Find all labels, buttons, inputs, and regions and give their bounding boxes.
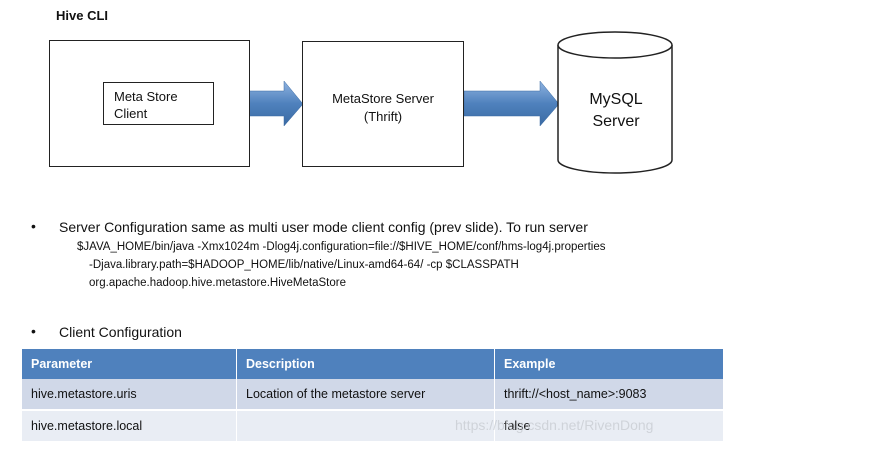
metastore-server-box: MetaStore Server (Thrift) [302,41,464,167]
command-line-3: org.apache.hadoop.hive.metastore.HiveMet… [89,277,346,289]
cell-description: Location of the metastore server [236,379,495,411]
cell-parameter: hive.metastore.local [22,410,237,443]
command-line-1: $JAVA_HOME/bin/java -Xmx1024m -Dlog4j.co… [77,241,606,253]
command-line-2: -Djava.library.path=$HADOOP_HOME/lib/nat… [89,259,519,271]
bullet-marker: • [31,323,36,339]
metastore-client-label: Meta Store Client [114,88,214,122]
mysql-cylinder-icon [557,31,673,174]
metastore-server-label: MetaStore Server (Thrift) [303,90,463,126]
bullet-marker: • [31,218,36,234]
mysql-label-line-1: MySQL [589,91,643,108]
client-config-table: Parameter Description Example hive.metas… [22,349,724,443]
cell-description [236,410,495,443]
header-description: Description [236,349,495,379]
table-row: hive.metastore.local false [22,410,724,443]
client-label-line-2: Client [114,106,148,121]
arrow-server-to-mysql [463,80,560,127]
cell-example: false [494,410,724,443]
cell-parameter: hive.metastore.uris [22,379,237,411]
mysql-label-line-2: Server [592,113,640,130]
cell-example: thrift://<host_name>:9083 [494,379,724,411]
client-label-line-1: Meta Store [114,89,178,104]
watermark: https://blog.csdn.net/RivenDong [455,417,654,433]
server-label-line-2: (Thrift) [363,109,403,124]
header-parameter: Parameter [22,349,237,379]
hive-cli-label: Hive CLI [56,8,109,23]
client-config-text: Client Configuration [59,324,182,340]
table-header-row: Parameter Description Example [22,349,724,379]
server-label-line-1: MetaStore Server [332,91,434,106]
server-config-text: Server Configuration same as multi user … [59,219,588,235]
header-example: Example [494,349,724,379]
metastore-client-box: Meta Store Client [103,82,214,125]
mysql-server-label: MySQL Server [560,89,672,133]
table-row: hive.metastore.uris Location of the meta… [22,379,724,411]
